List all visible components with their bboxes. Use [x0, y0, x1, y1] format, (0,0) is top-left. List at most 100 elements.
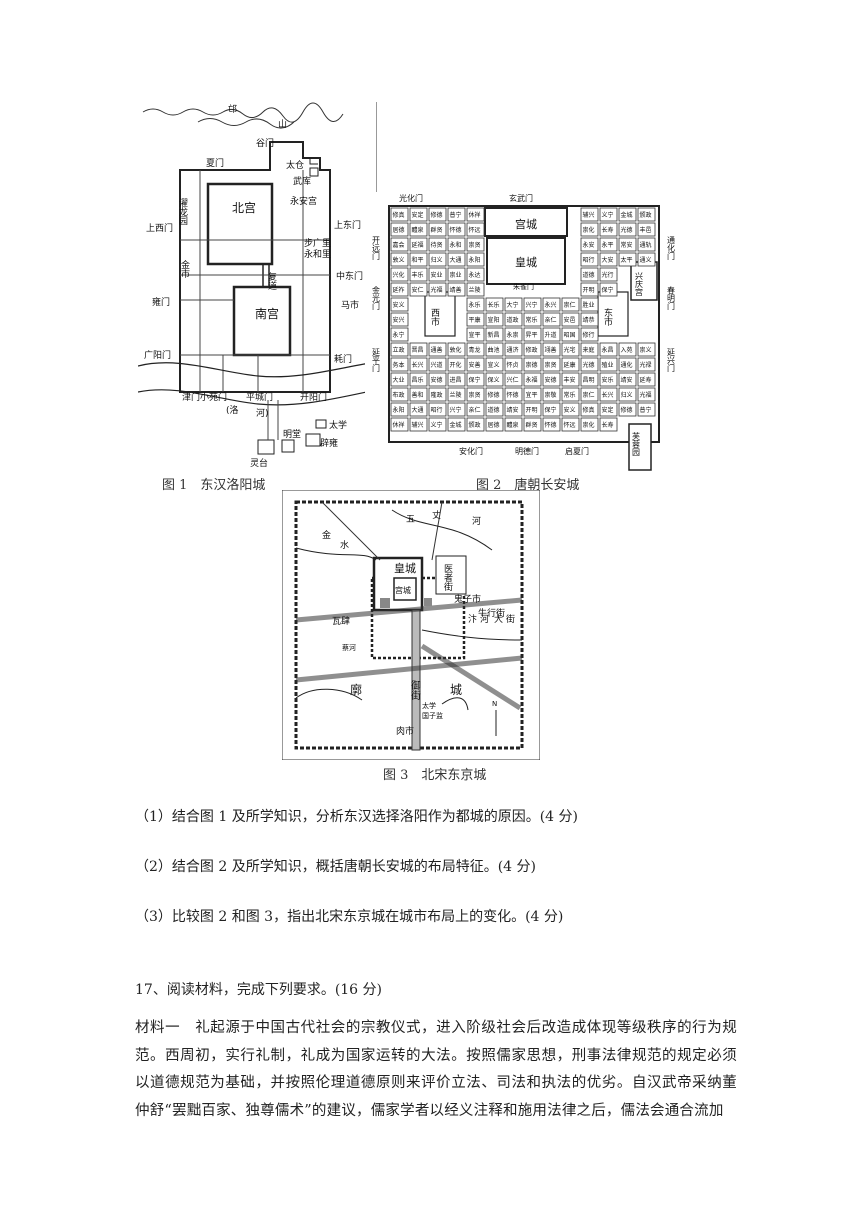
- f2-ward-label: 大安: [602, 256, 614, 264]
- f2-ward: [523, 342, 542, 357]
- f2-ward-label: 胜业: [583, 301, 595, 309]
- f2-ward-label: 道政: [507, 316, 519, 324]
- f2-gate-zhuque: 朱雀门: [513, 282, 534, 291]
- f2-ward-label: 崇化: [583, 421, 595, 429]
- f2-ward-label: 永阳: [393, 406, 405, 414]
- f1-shangxi: 上西门: [146, 222, 173, 234]
- f2-ward-label: 永乐: [469, 301, 481, 309]
- f2-ward-label: 长兴: [602, 391, 614, 399]
- f2-ward: [485, 387, 504, 402]
- f2-xishi: 西市: [429, 308, 440, 327]
- f2-ward-label: 昭国: [564, 332, 576, 339]
- f2-ward: [561, 387, 580, 402]
- f2-ward: [504, 297, 523, 312]
- f3-roushi: 肉市: [396, 725, 414, 737]
- f2-ward-label: 崇贤: [469, 391, 481, 399]
- f2-ward-label: 怀德: [507, 391, 519, 399]
- f2-ward-label: 永昌: [602, 346, 614, 354]
- f2-ward: [618, 342, 637, 357]
- f2-ward: [428, 237, 447, 252]
- f2-ward: [599, 387, 618, 402]
- f2-ward-label: 永平: [602, 241, 614, 249]
- f2-ward: [390, 402, 409, 417]
- f2-ward-label: 崇贤: [545, 361, 557, 369]
- f2-ward-label: 怀贞: [507, 361, 519, 369]
- f2-ward: [390, 282, 409, 297]
- f2-ward: [390, 342, 409, 357]
- f2-ward-label: 隆政: [431, 391, 443, 399]
- f2-ward-label: 安定: [602, 406, 614, 414]
- f2-ward-label: 修行: [583, 331, 595, 339]
- f3-zhang: 丈: [432, 510, 441, 521]
- f2-ward: [599, 282, 618, 297]
- f2-ward-label: 修德: [431, 211, 443, 219]
- f1-pingcheng: 平城门: [246, 391, 273, 403]
- f2-ward-label: 光德: [621, 226, 633, 234]
- f2-ward-label: 青龙: [469, 346, 481, 354]
- f2-ward: [466, 387, 485, 402]
- f2-ward: [580, 357, 599, 372]
- f2-ward: [599, 372, 618, 387]
- f2-ward-label: 安兴: [393, 316, 405, 324]
- f2-ward-label: 亲仁: [469, 406, 481, 414]
- f2-ward-label: 安德: [431, 376, 443, 384]
- f2-ward: [485, 327, 504, 342]
- f2-ward: [599, 267, 618, 282]
- f2-ward: [409, 222, 428, 237]
- f2-ward: [409, 267, 428, 282]
- f2-ward: [409, 282, 428, 297]
- f2-ward-label: 常安: [621, 241, 633, 249]
- f2-ward: [637, 252, 656, 267]
- f2-ward-label: 居德: [488, 421, 500, 429]
- f3-wu: 五: [406, 515, 415, 525]
- f2-ward: [428, 342, 447, 357]
- figure3-caption: 图 3 北宋东京城: [383, 768, 487, 783]
- f2-ward-label: 崇贤: [469, 241, 481, 249]
- f1-zhuolong: 濯龙园: [177, 198, 188, 226]
- f2-gate-yanping: 延平门: [372, 347, 381, 373]
- f2-ward: [466, 402, 485, 417]
- f2-gate-jinguang: 金光门: [372, 285, 381, 311]
- f2-ward-label: 新昌: [488, 331, 500, 339]
- f2-ward-label: 常乐: [564, 391, 576, 399]
- f2-ward: [447, 387, 466, 402]
- f3-bian1: 汴: [468, 613, 477, 625]
- f2-ward-label: 普宁: [640, 406, 652, 414]
- f2-ward-label: 安邑: [564, 316, 576, 324]
- q17-material1: 材料一 礼起源于中国古代社会的宗教仪式，进入阶级社会后改造成体现等级秩序的行为规…: [135, 1020, 737, 1119]
- f2-ward: [390, 297, 409, 312]
- f3-cheng: 城: [450, 683, 462, 697]
- f2-ward-label: 居德: [393, 226, 405, 234]
- f2-ward: [618, 237, 637, 252]
- f2-ward: [447, 252, 466, 267]
- f2-ward: [409, 237, 428, 252]
- f2-ward-label: 永福: [526, 376, 538, 384]
- f2-ward: [580, 282, 599, 297]
- f2-ward: [618, 372, 637, 387]
- f2-ward-label: 平康: [469, 316, 481, 324]
- f3-bian4: 街: [506, 613, 515, 625]
- f1-yonghe: 永和里: [304, 248, 331, 260]
- f2-ward-label: 永兴: [545, 301, 557, 309]
- f2-ward: [618, 222, 637, 237]
- f1-zhongdong: 中东门: [336, 270, 363, 282]
- f2-ward-label: 崇仁: [583, 391, 595, 399]
- f2-ward: [523, 387, 542, 402]
- f2-ward: [390, 207, 409, 222]
- f2-ward-label: 修德: [488, 391, 500, 399]
- f2-ward: [390, 372, 409, 387]
- f2-ward: [409, 402, 428, 417]
- f2-ward-label: 怀德: [450, 226, 462, 234]
- f2-ward: [466, 237, 485, 252]
- f2-ward-label: 修真: [583, 406, 595, 414]
- f2-ward-label: 嘉会: [393, 241, 405, 249]
- f2-ward-label: 普宁: [450, 211, 462, 219]
- f2-ward: [390, 417, 409, 432]
- f2-ward: [428, 282, 447, 297]
- f2-ward: [523, 417, 542, 432]
- f2-ward: [561, 327, 580, 342]
- f2-ward: [561, 312, 580, 327]
- f2-ward: [466, 342, 485, 357]
- f2-ward-label: 永阳: [469, 256, 481, 264]
- f2-ward: [504, 372, 523, 387]
